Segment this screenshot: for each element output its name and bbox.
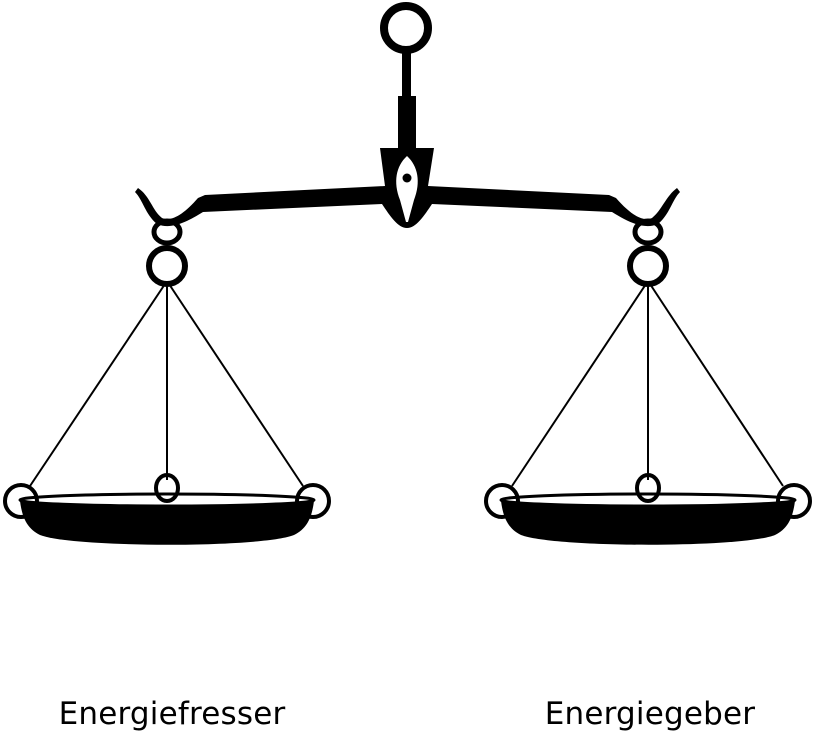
right-pan-ring-right [776,483,812,519]
left-pan-ring-right [295,483,331,519]
left-strings [29,283,304,487]
left-pan-bowl [20,501,314,545]
top-ring [380,2,432,54]
pointer-pivot [402,173,412,183]
right-hanger-ring [627,245,669,287]
left-pan-ring-left [3,483,39,519]
left-hanger [146,218,188,287]
right-pan-label: Energiegeber [544,696,756,732]
left-string-outer [29,283,166,487]
right-pan [484,473,812,545]
left-pan-ring-middle [154,473,180,503]
left-pan-label: Energiefresser [58,696,286,732]
right-hanger-small-ring [632,218,664,246]
left-pan [3,473,331,545]
left-hanger-small-ring [151,218,183,246]
right-string-inner [649,283,784,487]
stem-thin [402,49,411,97]
left-hanger-ring [146,245,188,287]
left-string-inner [168,283,304,487]
right-pan-ring-middle [635,473,661,503]
right-hanger [627,218,669,287]
right-pan-ring-left [484,483,520,519]
pointer [396,156,418,222]
stem-thick [398,96,416,148]
right-pan-bowl [501,501,795,545]
top-ring-and-stem [380,2,432,148]
right-strings [511,283,784,487]
right-string-outer [511,283,647,487]
